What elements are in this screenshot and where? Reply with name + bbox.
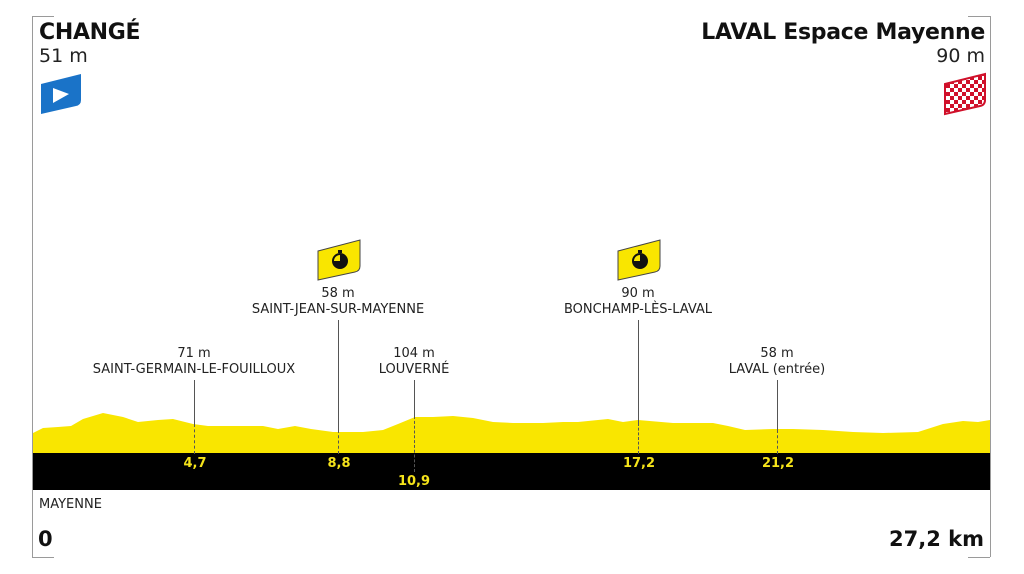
start-town-name: CHANGÉ [39, 20, 141, 45]
left-frame-bottom-tick [32, 557, 54, 558]
finish-town-name: LAVAL Espace Mayenne [701, 20, 985, 45]
left-frame-line [32, 16, 33, 557]
waypoint-dash [194, 424, 195, 454]
right-frame-top-tick [968, 16, 990, 17]
waypoint-altitude: 58 m [760, 346, 794, 361]
distance-band [33, 453, 990, 490]
waypoint-name: LOUVERNÉ [378, 362, 450, 377]
waypoint-label-laval-entree: 58 m LAVAL (entrée) [729, 346, 825, 378]
waypoint-name: LAVAL (entrée) [728, 362, 826, 377]
start-flag-icon [41, 74, 81, 114]
total-distance-label: 27,2 km [889, 527, 984, 551]
waypoint-km: 4,7 [183, 456, 207, 471]
stopwatch-icon [617, 239, 661, 281]
waypoint-name: SAINT-GERMAIN-LE-FOUILLOUX [92, 362, 296, 377]
waypoint-dash [638, 423, 639, 454]
waypoint-label-louverne: 104 m LOUVERNÉ [379, 346, 450, 378]
waypoint-altitude: 58 m [321, 286, 355, 301]
right-frame-bottom-tick [968, 557, 990, 558]
waypoint-altitude: 104 m [393, 346, 435, 361]
waypoint-dash [414, 416, 415, 472]
waypoint-dash [338, 430, 339, 454]
waypoint-line [338, 320, 339, 430]
region-label: MAYENNE [39, 497, 102, 512]
checkered-flag-icon [944, 72, 986, 116]
start-altitude: 51 m [39, 45, 88, 67]
waypoint-dash [777, 430, 778, 454]
waypoint-label-saint-germain: 71 m SAINT-GERMAIN-LE-FOUILLOUX [93, 346, 295, 378]
waypoint-line [414, 380, 415, 416]
stopwatch-icon [317, 239, 361, 281]
right-frame-line [990, 16, 991, 557]
waypoint-km: 17,2 [622, 456, 656, 471]
waypoint-altitude: 71 m [177, 346, 211, 361]
start-km-label: 0 [38, 527, 53, 551]
waypoint-label-bonchamp: 90 m BONCHAMP-LÈS-LAVAL [564, 286, 712, 318]
waypoint-line [638, 320, 639, 423]
waypoint-km: 10,9 [397, 474, 431, 489]
waypoint-label-saint-jean: 58 m SAINT-JEAN-SUR-MAYENNE [252, 286, 424, 318]
elevation-profile [33, 413, 990, 454]
waypoint-name: SAINT-JEAN-SUR-MAYENNE [251, 302, 425, 317]
waypoint-km: 21,2 [761, 456, 795, 471]
finish-altitude: 90 m [936, 45, 985, 67]
waypoint-line [194, 380, 195, 424]
left-frame-top-tick [32, 16, 54, 17]
waypoint-km: 8,8 [327, 456, 351, 471]
waypoint-line [777, 380, 778, 430]
waypoint-altitude: 90 m [621, 286, 655, 301]
waypoint-name: BONCHAMP-LÈS-LAVAL [563, 302, 713, 317]
